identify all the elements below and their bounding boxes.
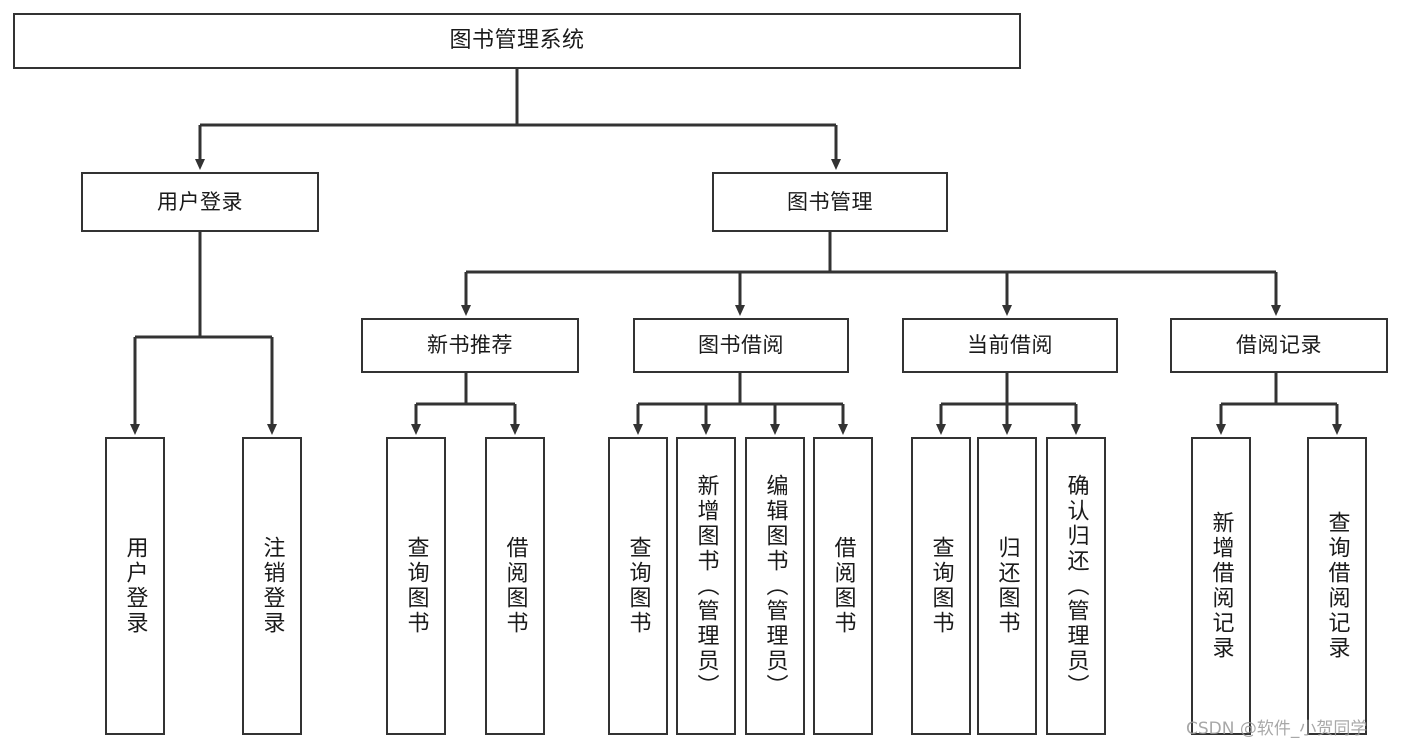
node-label: 图书管理系统 bbox=[449, 28, 585, 54]
node-label: 归还图书 bbox=[994, 536, 1020, 636]
node-label: 查询图书 bbox=[403, 536, 429, 636]
node-label: 新书推荐 bbox=[427, 333, 513, 358]
node-book-borrow[interactable]: 图书借阅 bbox=[633, 318, 849, 373]
leaf-current-borrow-confirm-return-admin[interactable]: 确认归还（管理员） bbox=[1046, 437, 1106, 735]
node-label: 新增借阅记录 bbox=[1208, 511, 1234, 661]
node-new-book-recommend[interactable]: 新书推荐 bbox=[361, 318, 579, 373]
node-label: 新增图书（管理员） bbox=[693, 473, 719, 699]
node-user-login[interactable]: 用户登录 bbox=[81, 172, 319, 232]
node-label: 图书借阅 bbox=[698, 333, 784, 358]
leaf-borrow-record-add-record[interactable]: 新增借阅记录 bbox=[1191, 437, 1251, 735]
leaf-user-login-login[interactable]: 用户登录 bbox=[105, 437, 165, 735]
leaf-new-book-borrow-book[interactable]: 借阅图书 bbox=[485, 437, 545, 735]
node-label: 确认归还（管理员） bbox=[1063, 473, 1089, 699]
watermark: CSDN @软件_小贺同学 bbox=[1186, 719, 1368, 739]
node-label: 注销登录 bbox=[259, 536, 285, 636]
node-label: 借阅图书 bbox=[502, 536, 528, 636]
leaf-book-borrow-borrow-book[interactable]: 借阅图书 bbox=[813, 437, 873, 735]
node-label: 查询图书 bbox=[625, 536, 651, 636]
node-root-book-management-system[interactable]: 图书管理系统 bbox=[13, 13, 1021, 69]
leaf-book-borrow-query-book[interactable]: 查询图书 bbox=[608, 437, 668, 735]
node-label: 编辑图书（管理员） bbox=[762, 473, 788, 699]
leaf-current-borrow-return-book[interactable]: 归还图书 bbox=[977, 437, 1037, 735]
node-label: 用户登录 bbox=[122, 536, 148, 636]
node-current-borrow[interactable]: 当前借阅 bbox=[902, 318, 1118, 373]
leaf-borrow-record-query-record[interactable]: 查询借阅记录 bbox=[1307, 437, 1367, 735]
node-book-management[interactable]: 图书管理 bbox=[712, 172, 948, 232]
node-label: 借阅记录 bbox=[1236, 333, 1322, 358]
node-label: 查询图书 bbox=[928, 536, 954, 636]
node-label: 用户登录 bbox=[157, 189, 243, 214]
node-label: 图书管理 bbox=[787, 189, 873, 214]
node-label: 当前借阅 bbox=[967, 333, 1053, 358]
leaf-user-login-logout[interactable]: 注销登录 bbox=[242, 437, 302, 735]
node-label: 查询借阅记录 bbox=[1324, 511, 1350, 661]
leaf-book-borrow-add-book-admin[interactable]: 新增图书（管理员） bbox=[676, 437, 736, 735]
leaf-book-borrow-edit-book-admin[interactable]: 编辑图书（管理员） bbox=[745, 437, 805, 735]
node-borrow-record[interactable]: 借阅记录 bbox=[1170, 318, 1388, 373]
leaf-new-book-query-book[interactable]: 查询图书 bbox=[386, 437, 446, 735]
node-label: 借阅图书 bbox=[830, 536, 856, 636]
leaf-current-borrow-query-book[interactable]: 查询图书 bbox=[911, 437, 971, 735]
